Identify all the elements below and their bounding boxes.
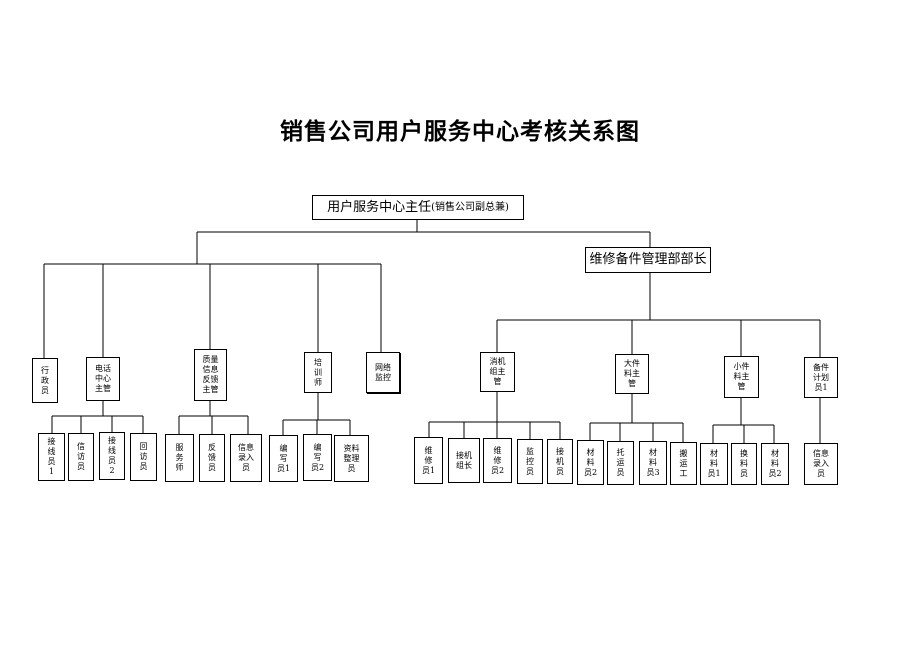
node-staff: 信 访 员 [68, 433, 94, 481]
node-staff: 信息 录入 员 [804, 443, 838, 485]
node-staff: 接 机 员 [547, 439, 573, 484]
node-staff: 回 访 员 [130, 433, 157, 481]
node-staff: 资料 整理 员 [334, 435, 369, 482]
node-staff: 维 修 员1 [414, 437, 443, 484]
node-staff: 接 线 员 1 [38, 433, 65, 481]
node-staff: 材 料 员1 [700, 443, 728, 485]
node-maintenance-head: 维修备件管理部部长 [585, 247, 711, 273]
node-staff: 接 线 员 2 [99, 432, 125, 480]
node-staff: 换 料 员 [731, 443, 757, 485]
node-manager-dhzx: 电话 中心 主管 [86, 357, 120, 401]
node-staff: 材 料 员2 [761, 443, 789, 485]
node-manager-pxs: 培 训 师 [304, 352, 332, 393]
node-manager-xjlz: 小件 料主 管 [724, 356, 759, 398]
node-staff: 维 修 员2 [483, 438, 512, 483]
node-staff: 服 务 师 [165, 434, 194, 482]
node-manager-zlxx: 质量 信息 反馈 主管 [194, 349, 227, 401]
node-manager-xzy: 行 政 员 [32, 358, 58, 403]
node-staff: 接机 组长 [448, 438, 480, 483]
node-staff: 编 写 员2 [303, 434, 332, 481]
page-title: 销售公司用户服务中心考核关系图 [280, 119, 640, 145]
node-root-label: 用户服务中心主任 [327, 199, 432, 215]
node-manager-bjjh: 备件 计划 员1 [804, 357, 838, 398]
node-root-note: (销售公司副总兼) [431, 201, 509, 213]
node-manager-djlz: 大件 料主 管 [615, 354, 649, 394]
node-staff: 搬 运 工 [670, 442, 697, 485]
node-staff: 反 馈 员 [199, 434, 225, 482]
node-staff: 托 运 员 [607, 441, 634, 485]
node-manager-xjzz: 消机 组主 管 [480, 352, 515, 392]
node-staff: 材 料 员3 [639, 441, 667, 485]
node-staff: 编 写 员1 [269, 435, 298, 482]
node-staff: 信息 录入 员 [230, 434, 262, 482]
node-root: 用户服务中心主任(销售公司副总兼) [312, 195, 524, 220]
node-manager-wljk: 网络 监控 [366, 352, 400, 393]
node-staff: 监 控 员 [517, 439, 543, 484]
node-staff: 材 料 员2 [577, 440, 604, 485]
